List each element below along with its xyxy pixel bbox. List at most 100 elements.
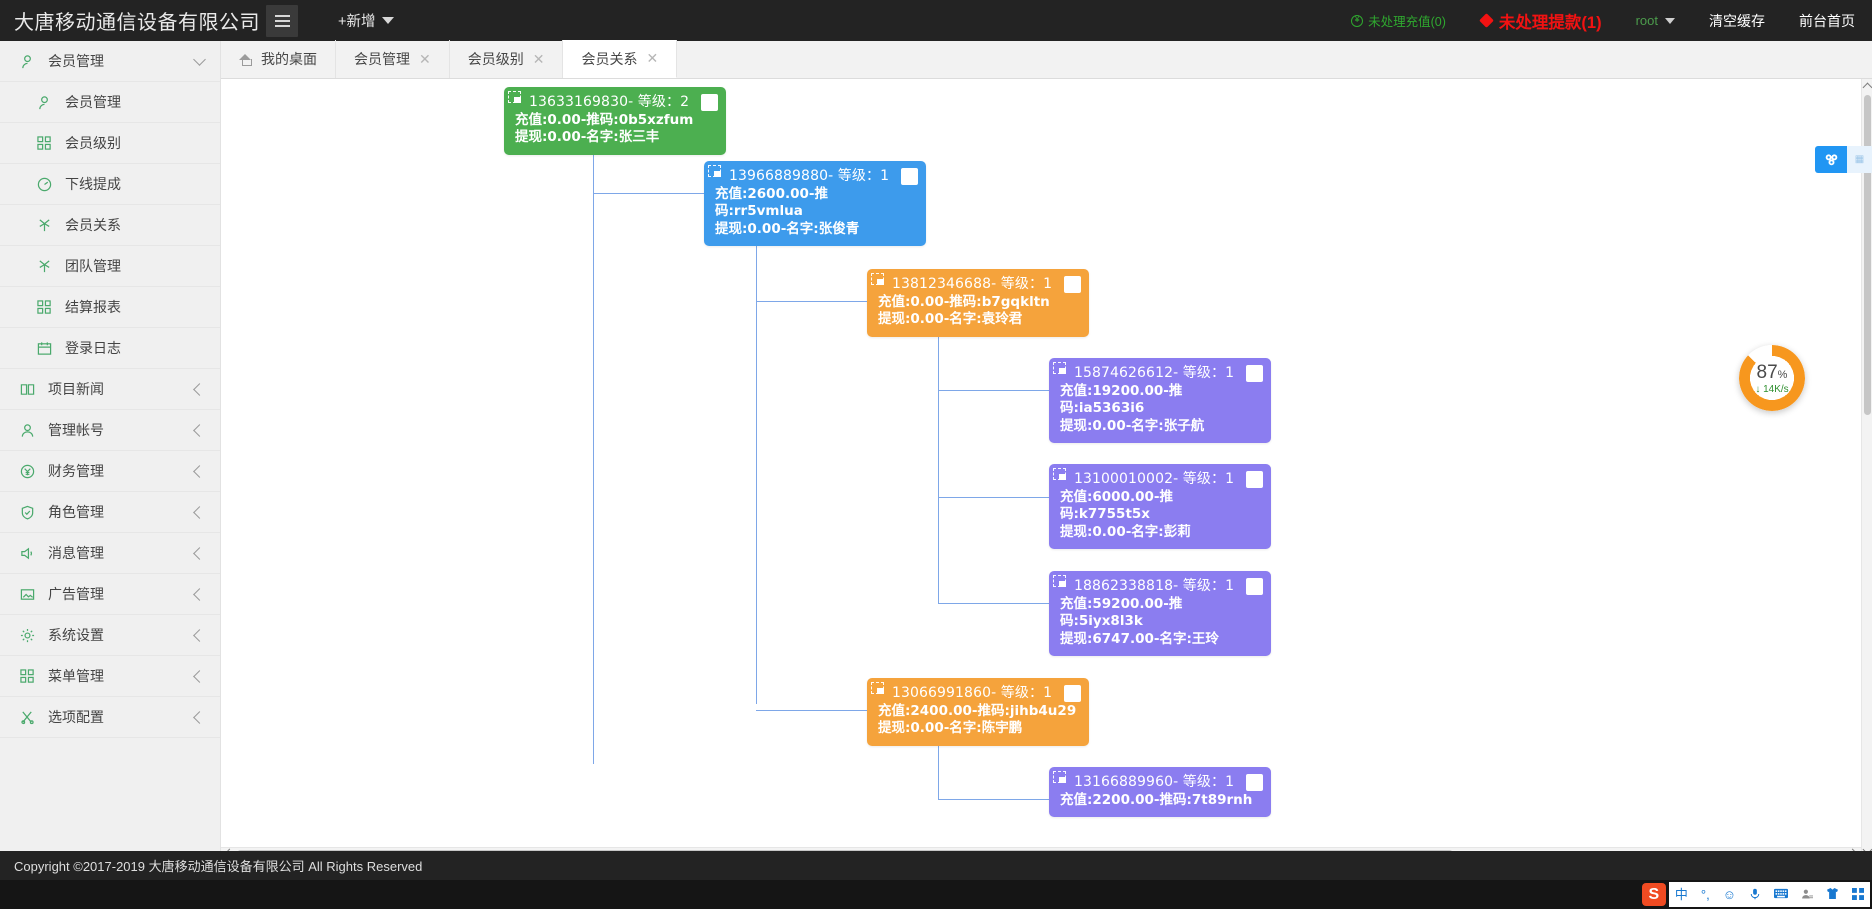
drag-handle[interactable] [708, 165, 721, 177]
clear-cache-button[interactable]: 清空缓存 [1692, 11, 1782, 31]
punctuation-icon[interactable]: °, [1701, 888, 1710, 901]
network-speed-widget[interactable]: 87% ↓ 14K/s [1739, 345, 1805, 411]
user-card-icon[interactable] [1801, 888, 1813, 902]
drag-handle[interactable] [871, 273, 884, 285]
vertical-scrollbar[interactable] [1861, 79, 1872, 858]
node-checkbox[interactable] [1246, 578, 1263, 595]
tree-link [938, 497, 939, 604]
grid-icon[interactable]: ▦ [1847, 146, 1872, 173]
hamburger-icon[interactable] [266, 5, 298, 37]
drag-handle[interactable] [1053, 468, 1066, 480]
tab-my-desktop[interactable]: 我的桌面 [221, 40, 336, 78]
chevron-down-icon [382, 17, 394, 24]
sidebar-group-members[interactable]: 会员管理 [0, 41, 220, 82]
chevron-left-icon [193, 465, 206, 478]
tree-node[interactable]: 18862338818- 等级：1 充值:59200.00-推码:5iyx8l3… [1049, 571, 1271, 656]
apps-icon[interactable] [1852, 888, 1864, 902]
tree-icon [36, 217, 52, 233]
sidebar-group-message[interactable]: 消息管理 [0, 533, 220, 574]
drag-handle[interactable] [871, 682, 884, 694]
ime-tray: 中 °, ☺ [1669, 882, 1870, 907]
sidebar-item-team-management[interactable]: 团队管理 [0, 246, 220, 287]
gauge-icon [36, 176, 52, 192]
sidebar-item-settlement-report[interactable]: 结算报表 [0, 287, 220, 328]
book-icon [19, 381, 35, 397]
node-checkbox[interactable] [701, 94, 718, 111]
taskbar: S 中 °, ☺ [0, 880, 1872, 909]
sidebar-item-label: 结算报表 [65, 297, 121, 317]
sidebar-group-advertising[interactable]: 广告管理 [0, 574, 220, 615]
cloud-icon[interactable] [1815, 146, 1847, 173]
close-icon[interactable]: ✕ [533, 51, 545, 68]
pending-withdraw-link[interactable]: 未处理提款(1) [1463, 9, 1619, 33]
tree-node[interactable]: 13966889880- 等级：1 充值:2600.00-推码:rr5vmlua… [704, 161, 926, 246]
sogou-icon[interactable]: S [1642, 883, 1666, 906]
sidebar-item-label: 团队管理 [65, 256, 121, 276]
emoji-icon[interactable]: ☺ [1723, 888, 1736, 901]
node-checkbox[interactable] [1246, 365, 1263, 382]
sidebar-group-option-config[interactable]: 选项配置 [0, 697, 220, 738]
tree-node[interactable]: 13633169830- 等级：2 充值:0.00-推码:0b5xzfum 提现… [504, 87, 726, 155]
sidebar-item-login-log[interactable]: 登录日志 [0, 328, 220, 369]
scroll-thumb[interactable] [1864, 95, 1871, 415]
node-checkbox[interactable] [901, 168, 918, 185]
sidebar-group-role[interactable]: 角色管理 [0, 492, 220, 533]
tree-link [756, 710, 869, 711]
chinese-mode-icon[interactable]: 中 [1675, 888, 1688, 901]
node-checkbox[interactable] [1246, 471, 1263, 488]
shirt-icon[interactable] [1826, 888, 1839, 901]
node-checkbox[interactable] [1064, 276, 1081, 293]
pending-recharge-link[interactable]: 未处理充值(0) [1334, 11, 1463, 30]
sidebar-group-system-settings[interactable]: 系统设置 [0, 615, 220, 656]
node-withdraw-line: 提现:0.00-名字:袁玲君 [878, 311, 1078, 329]
grid-icon [36, 135, 52, 151]
org-tree-canvas[interactable]: 13633169830- 等级：2 充值:0.00-推码:0b5xzfum 提现… [221, 79, 1861, 839]
tab-member-level[interactable]: 会员级别 ✕ [450, 40, 564, 78]
sidebar-item-member-level[interactable]: 会员级别 [0, 123, 220, 164]
tree-node[interactable]: 13812346688- 等级：1 充值:0.00-推码:b7gqkltn 提现… [867, 269, 1089, 337]
speed-rate: ↓ 14K/s [1755, 384, 1788, 395]
drag-handle[interactable] [1053, 771, 1066, 783]
sidebar-item-label: 会员管理 [65, 92, 121, 112]
tree-node[interactable]: 13066991860- 等级：1 充值:2400.00-推码:jihb4u29… [867, 678, 1089, 746]
sidebar-item-member-relation[interactable]: 会员关系 [0, 205, 220, 246]
close-icon[interactable]: ✕ [419, 51, 431, 68]
sidebar-item-downline-commission[interactable]: 下线提成 [0, 164, 220, 205]
tree-node[interactable]: 15874626612- 等级：1 充值:19200.00-推码:ia5363i… [1049, 358, 1271, 443]
calendar-icon [36, 340, 52, 356]
front-page-link[interactable]: 前台首页 [1782, 11, 1872, 31]
drag-handle[interactable] [1053, 575, 1066, 587]
sidebar-group-project-news[interactable]: 项目新闻 [0, 369, 220, 410]
sidebar-group-admin-account[interactable]: 管理帐号 [0, 410, 220, 451]
tab-member-management[interactable]: 会员管理 ✕ [336, 40, 450, 78]
sidebar-group-finance[interactable]: 财务管理 [0, 451, 220, 492]
tree-node[interactable]: 13166889960- 等级：1 充值:2200.00-推码:7t89rnh [1049, 767, 1271, 817]
tree-link [756, 301, 869, 302]
grid-icon [19, 668, 35, 684]
keyboard-icon[interactable] [1774, 888, 1788, 901]
user-name: root [1636, 13, 1658, 28]
node-withdraw-line: 提现:0.00-名字:张子航 [1060, 418, 1260, 436]
node-checkbox[interactable] [1246, 774, 1263, 791]
drag-handle[interactable] [1053, 362, 1066, 374]
node-checkbox[interactable] [1064, 685, 1081, 702]
close-icon[interactable]: ✕ [646, 50, 658, 67]
scroll-up-arrow[interactable] [1863, 83, 1872, 93]
drag-handle[interactable] [508, 91, 521, 103]
node-recharge-line: 充值:2200.00-推码:7t89rnh [1060, 792, 1260, 810]
node-title: 18862338818- 等级：1 [1060, 578, 1260, 596]
microphone-icon[interactable] [1749, 888, 1761, 902]
sidebar-group-menu-management[interactable]: 菜单管理 [0, 656, 220, 697]
node-withdraw-line: 提现:0.00-名字:彭莉 [1060, 524, 1260, 542]
chevron-left-icon [193, 506, 206, 519]
node-recharge-line: 充值:19200.00-推码:ia5363i6 [1060, 383, 1260, 418]
account-icon [19, 422, 35, 438]
tree-link [938, 497, 1051, 498]
sidebar-item-member-management[interactable]: 会员管理 [0, 82, 220, 123]
add-new-button[interactable]: +新增 [338, 10, 394, 31]
tab-member-relation[interactable]: 会员关系 ✕ [563, 40, 677, 78]
user-menu[interactable]: root [1619, 13, 1692, 28]
node-recharge-line: 充值:0.00-推码:b7gqkltn [878, 294, 1078, 312]
floating-side-button[interactable]: ▦ [1815, 146, 1872, 173]
tree-node[interactable]: 13100010002- 等级：1 充值:6000.00-推码:k7755t5x… [1049, 464, 1271, 549]
